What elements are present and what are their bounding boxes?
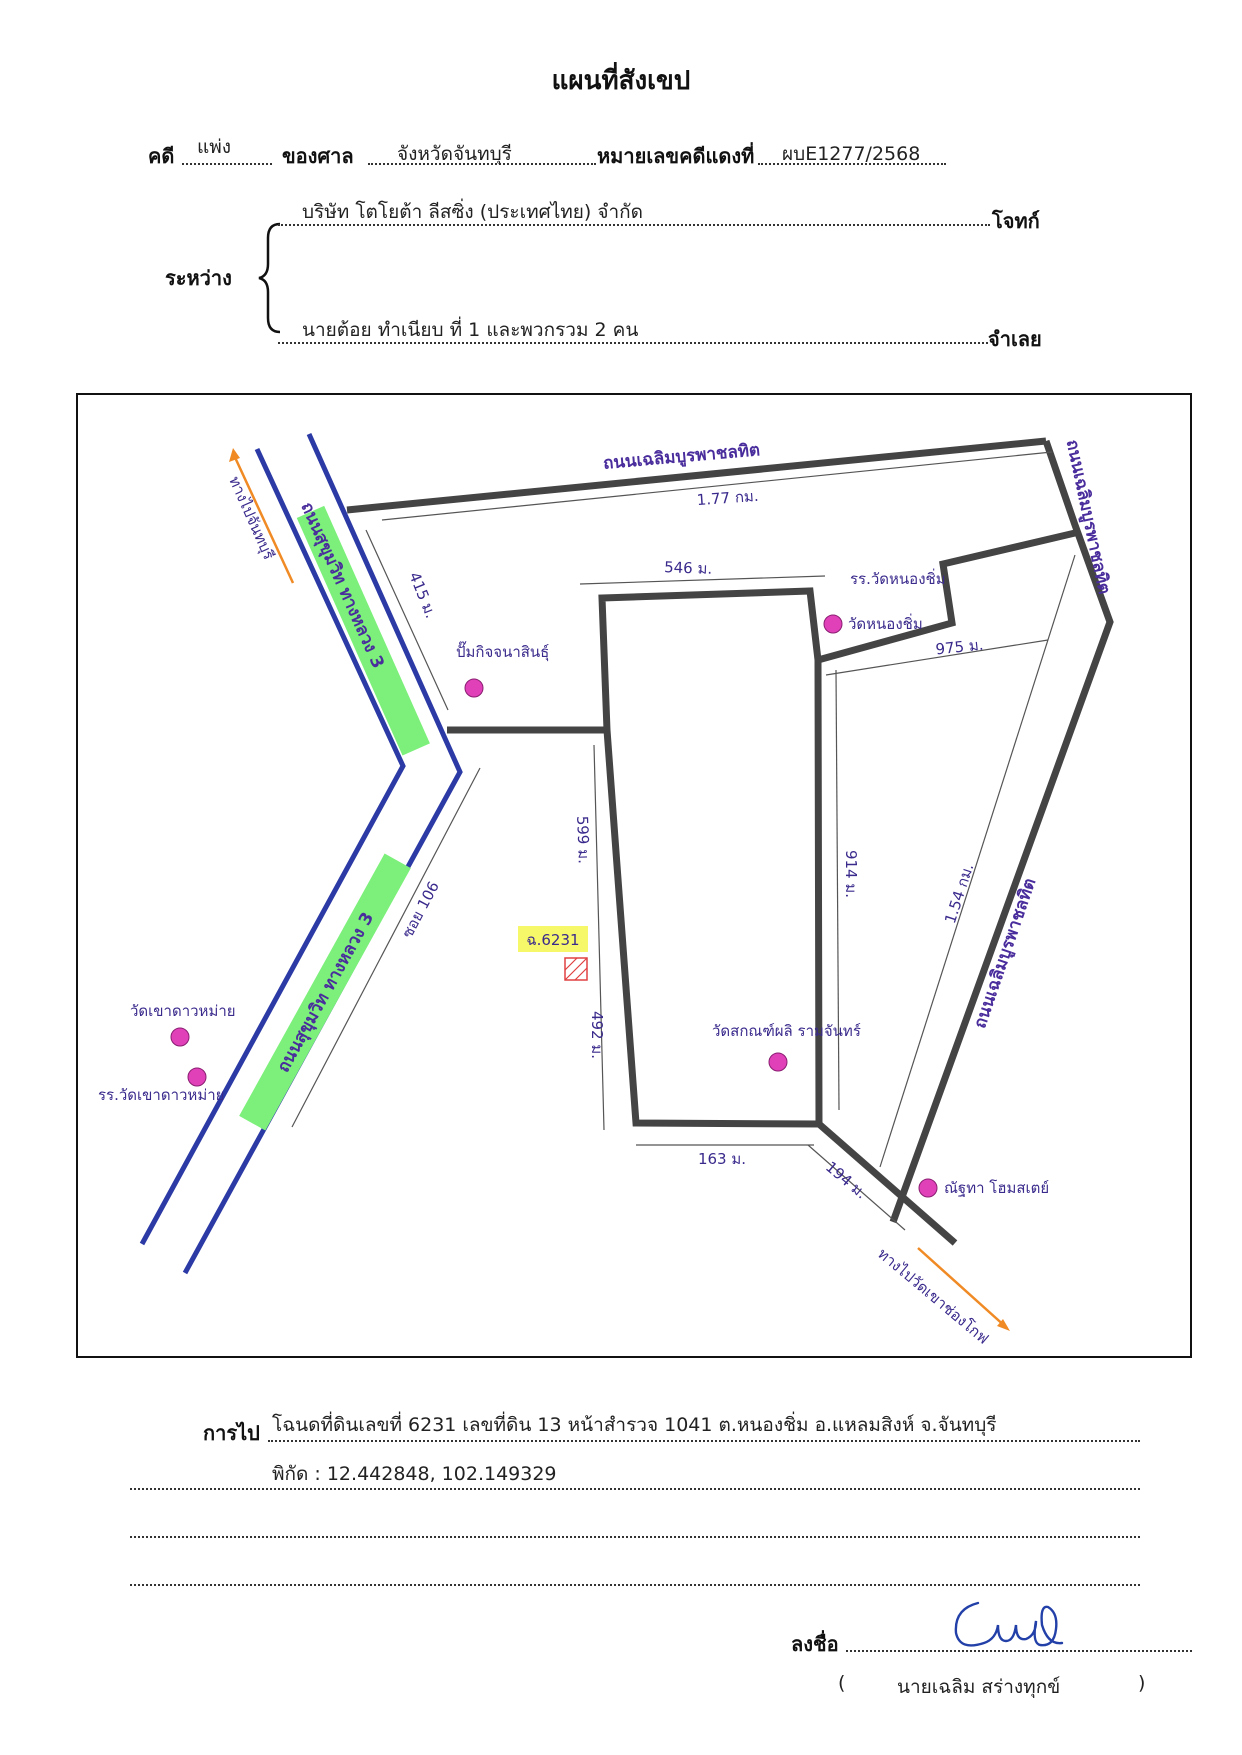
map-mark — [170, 614, 938, 1198]
dotted-line — [758, 163, 946, 165]
page-title: แผนที่สังเขป — [551, 66, 691, 96]
temple-icon-school-left — [187, 1067, 207, 1087]
defendant-label: จำเลย — [988, 327, 1042, 351]
plaintiff-name: บริษัท โตโยต้า ลีสซิ่ง (ประเทศไทย) จำกัด — [302, 201, 644, 223]
arrow-down-icon — [997, 1319, 1010, 1331]
red-no-label: หมายเลขคดีแดงที่ — [597, 144, 755, 168]
arrow-lower-line — [917, 1247, 1008, 1329]
dist-492: 492 ม. — [588, 1011, 606, 1059]
temple-icon-wat-chim — [823, 614, 843, 634]
landmark-wat-left: วัดเขาดาวหม่าย — [130, 1002, 236, 1020]
map-mark — [564, 957, 588, 981]
temple-icon-gas — [464, 678, 484, 698]
landmark-school-left: รร.วัดเขาดาวหม่าย — [98, 1086, 224, 1104]
directions-line2: พิกัด : 12.442848, 102.149329 — [272, 1463, 557, 1485]
landmark-wat-chim: วัดหนองชิ่ม — [848, 613, 923, 633]
map-mark — [579, 575, 826, 585]
signature-open-paren: ( — [838, 1672, 846, 1694]
highway-line-left — [139, 447, 406, 1246]
defendant-name: นายต้อย ทำเนียบ ที่ 1 และพวกรวม 2 คน — [302, 319, 639, 341]
landmark-homestay: ณัฐทา โฮมสเตย์ — [944, 1179, 1049, 1197]
map-mark — [365, 529, 449, 711]
highway-highlight-lower — [239, 853, 411, 1131]
map-mark — [564, 957, 588, 981]
dotted-line — [130, 1488, 1140, 1490]
road-top — [346, 437, 1047, 514]
signature-label: ลงชื่อ — [791, 1632, 839, 1656]
between-label: ระหว่าง — [165, 266, 232, 290]
road-right-diag-label: ถนนเฉลิมบูรพาชลทิต — [970, 876, 1041, 1032]
signature-close-paren: ) — [1138, 1672, 1146, 1694]
temple-icon-home — [918, 1178, 938, 1198]
map-mark — [574, 967, 588, 981]
dist-415: 415 ม. — [405, 569, 440, 620]
directions-line1: โฉนดที่ดินเลขที่ 6231 เลขที่ดิน 13 หน้าส… — [272, 1414, 997, 1436]
map-frame — [76, 393, 1192, 1358]
landmark-gas: ปั๊มกิจจนาสินธุ์ — [456, 641, 549, 662]
dotted-line — [278, 224, 990, 226]
soi-label: ซอย 106 — [398, 878, 443, 941]
arrow-up-icon — [229, 448, 240, 462]
map-mark — [879, 554, 1076, 1168]
dotted-line — [130, 1536, 1140, 1538]
dist-163: 163 ม. — [698, 1150, 746, 1168]
dotted-line — [846, 1650, 1192, 1652]
case-type: แพ่ง — [197, 136, 232, 158]
dist-975: 975 ม. — [935, 636, 985, 659]
directions-label: การไป — [203, 1421, 260, 1445]
temple-icon-wat-left — [170, 1027, 190, 1047]
road-lower-exit — [816, 1121, 958, 1246]
to-upper-label: ทางไปจันทบุรี — [224, 474, 278, 563]
map-mark — [593, 744, 605, 1131]
map-mark — [291, 451, 1076, 1231]
map-mark — [825, 639, 1049, 676]
dist-914: 914 ม. — [842, 850, 860, 898]
dist-546: 546 ม. — [664, 558, 713, 578]
road-inner-loop — [447, 587, 823, 1128]
dotted-line — [278, 342, 988, 344]
dotted-line — [182, 163, 272, 165]
court-label: ของศาล — [282, 144, 354, 168]
map-mark — [291, 767, 481, 1128]
handwritten-signature — [954, 1601, 1064, 1647]
signer-name: นายเฉลิม สร่างทุกข์ — [897, 1676, 1061, 1698]
plot-highlight — [518, 926, 588, 952]
plaintiff-label: โจทก์ — [992, 209, 1040, 233]
landmark-school-chim: รร.วัดหนองชิ่ม — [850, 568, 946, 588]
map-mark — [564, 957, 578, 971]
case-label: คดี — [148, 144, 175, 168]
landmark-wat-mid: วัดสกณฑ์ผลิ รามจันทร์ — [712, 1022, 861, 1040]
road-right — [889, 439, 1114, 1224]
temple-icon-wat-mid — [768, 1052, 788, 1072]
red-case-number: ผบE1277/2568 — [782, 143, 921, 165]
arrow-upper-line — [231, 452, 295, 584]
dist-154: 1.54 กม. — [941, 861, 977, 925]
map-mark — [835, 669, 840, 1111]
dotted-line — [268, 1440, 1140, 1442]
dotted-line — [368, 163, 596, 165]
highway-highlight-upper — [296, 505, 430, 756]
map-mark — [807, 1144, 906, 1231]
dotted-line — [130, 1584, 1140, 1586]
road-zigzag — [817, 529, 1076, 664]
map-mark — [381, 451, 1053, 521]
dist-top: 1.77 กม. — [696, 487, 759, 509]
dist-599: 599 ม. — [573, 815, 593, 864]
brace-icon — [258, 222, 281, 334]
plot-marker — [564, 957, 588, 981]
court-name: จังหวัดจันทบุรี — [397, 143, 512, 165]
plot-number: ฉ.6231 — [526, 931, 579, 949]
